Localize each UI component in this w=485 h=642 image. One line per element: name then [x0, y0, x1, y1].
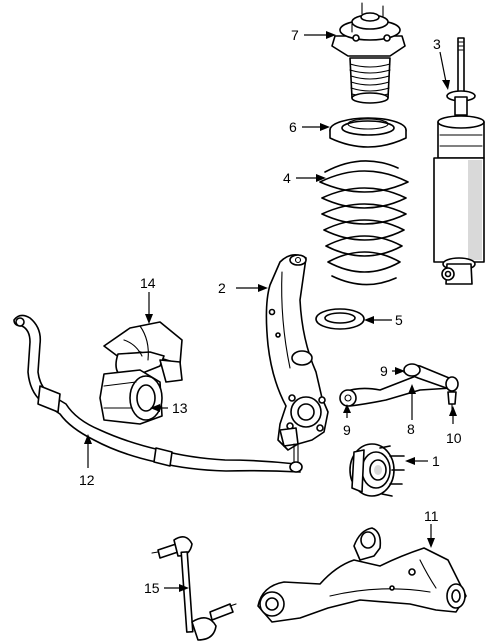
steering-knuckle-part-2 — [265, 254, 329, 463]
strut-mount-part-7 — [331, 2, 406, 104]
callout-label-3: 3 — [433, 36, 441, 52]
callout-label-8: 8 — [407, 421, 415, 437]
stabilizer-bar-part-12 — [13, 314, 303, 473]
upper-control-arm-part-8 — [339, 363, 459, 411]
callout-1: 1 — [405, 453, 440, 469]
callout-9-upper: 9 — [380, 363, 405, 379]
callout-label-11: 11 — [424, 508, 439, 524]
callout-label-10: 10 — [446, 430, 462, 446]
coil-spring-part-4 — [319, 160, 409, 286]
lower-control-arm-part-11 — [257, 527, 467, 623]
callout-3: 3 — [433, 36, 450, 90]
callout-label-6: 6 — [289, 119, 297, 135]
callout-5: 5 — [364, 312, 403, 328]
spring-insulator-part-5 — [315, 308, 365, 330]
wheel-hub-part-1 — [349, 443, 405, 497]
callout-2: 2 — [218, 280, 268, 296]
callout-label-9-lower: 9 — [343, 422, 351, 438]
callout-label-15: 15 — [144, 580, 160, 596]
callout-15: 15 — [144, 580, 189, 596]
callout-13: 13 — [150, 400, 188, 416]
callout-10: 10 — [446, 406, 462, 446]
stabilizer-link-part-15 — [151, 536, 237, 641]
shock-absorber-part-3 — [433, 37, 485, 285]
callout-label-9-upper: 9 — [380, 363, 388, 379]
callout-label-14: 14 — [140, 275, 156, 291]
callout-4: 4 — [283, 170, 326, 186]
callout-7: 7 — [291, 27, 336, 43]
callout-6: 6 — [289, 119, 330, 135]
callout-9-lower: 9 — [343, 404, 351, 438]
callout-8: 8 — [407, 384, 416, 437]
callout-label-4: 4 — [283, 170, 291, 186]
callout-label-7: 7 — [291, 27, 299, 43]
callout-label-1: 1 — [432, 453, 440, 469]
stabilizer-bushing-part-13 — [99, 369, 163, 425]
bushing-bracket-part-14 — [103, 321, 183, 383]
callout-label-13: 13 — [172, 400, 188, 416]
callout-label-12: 12 — [79, 472, 95, 488]
spring-seat-part-6 — [329, 117, 407, 148]
callout-14: 14 — [140, 275, 156, 324]
callout-label-5: 5 — [395, 312, 403, 328]
callout-11: 11 — [424, 508, 439, 548]
callout-label-2: 2 — [218, 280, 226, 296]
callout-12: 12 — [79, 434, 95, 488]
